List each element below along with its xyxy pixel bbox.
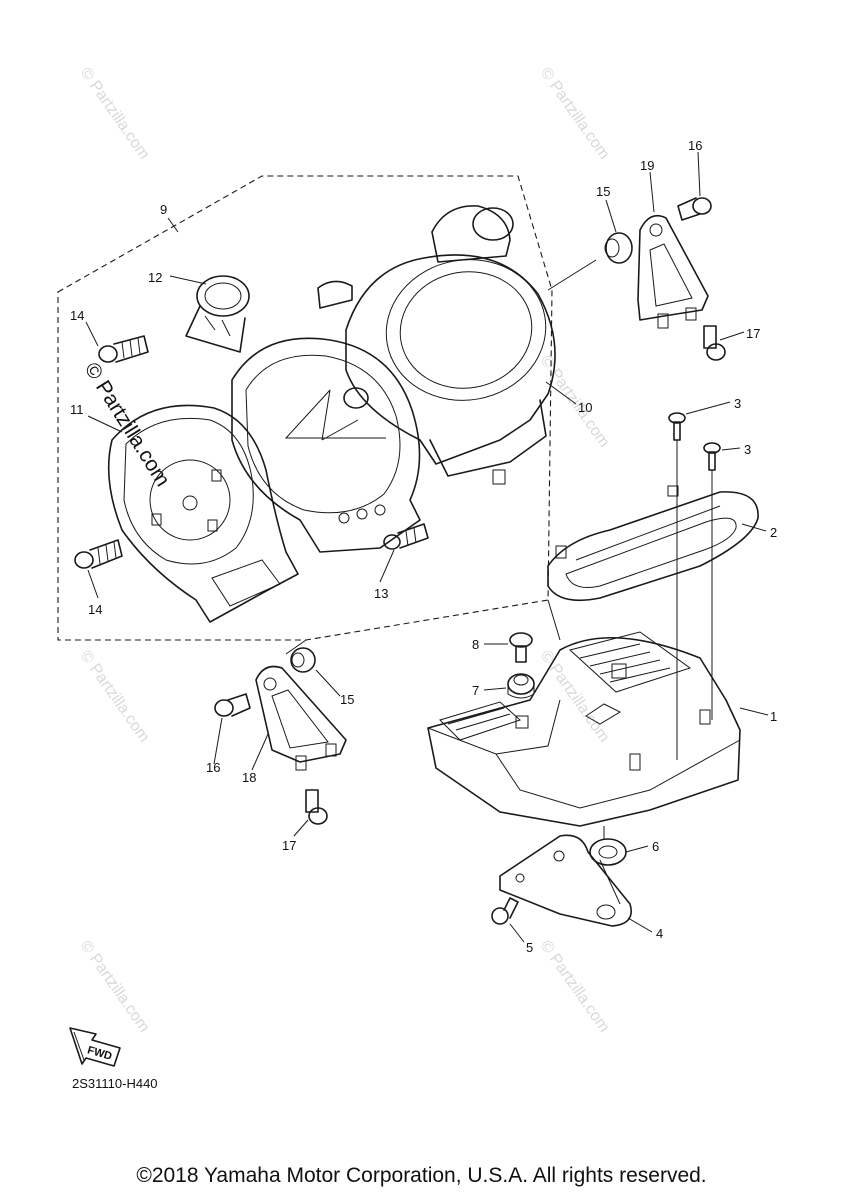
part-1-tray [427, 631, 741, 827]
part-12-socket [185, 275, 250, 353]
part-label-12: 12 [148, 270, 162, 285]
part-label-4: 4 [656, 926, 663, 941]
bolt-17-upper [703, 325, 726, 361]
part-label-9: 9 [160, 202, 167, 217]
part-label-17: 17 [282, 838, 296, 853]
leader-lines [85, 151, 769, 943]
part-6-grommet [589, 838, 627, 866]
watermark-text: © Partzilla.com [537, 938, 613, 1036]
part-19-bracket [637, 214, 709, 329]
part-label-17: 17 [746, 326, 760, 341]
part-labels: 9 12 14 11 14 13 10 15 19 16 17 3 3 2 1 … [70, 138, 777, 955]
part-11-lower-case [107, 404, 299, 623]
part-label-3: 3 [744, 442, 751, 457]
part-10-meter-front [284, 205, 556, 485]
watermark-text: © Partzilla.com [537, 648, 613, 746]
assembly-lines [285, 259, 713, 905]
part-label-15: 15 [596, 184, 610, 199]
part-7-grommet [507, 673, 535, 699]
watermark-text: © Partzilla.com [537, 353, 613, 451]
part-label-16: 16 [206, 760, 220, 775]
part-label-16: 16 [688, 138, 702, 153]
part-8-screw [509, 632, 533, 663]
fwd-label: FWD [86, 1044, 113, 1062]
diagram-code: 2S31110-H440 [72, 1076, 158, 1091]
meter-assembly-outline [57, 175, 553, 641]
part-4-bracket [499, 834, 632, 927]
copyright-notice: ©2018 Yamaha Motor Corporation, U.S.A. A… [136, 1164, 707, 1187]
part-label-13: 13 [374, 586, 388, 601]
part-label-3: 3 [734, 396, 741, 411]
part-18-bracket [255, 665, 347, 771]
fwd-arrow-icon: FWD [69, 1027, 121, 1067]
meter-body [231, 280, 421, 553]
watermark-text: © Partzilla.com [77, 65, 153, 163]
part-label-5: 5 [526, 940, 533, 955]
watermark-text-strong: © Partzilla.com [80, 358, 174, 490]
bolt-5 [491, 897, 519, 925]
part-label-18: 18 [242, 770, 256, 785]
part-15-grommet-upper [604, 232, 633, 264]
part-label-14: 14 [88, 602, 102, 617]
part-label-15: 15 [340, 692, 354, 707]
part-15-grommet-lower [290, 647, 316, 673]
part-label-19: 19 [640, 158, 654, 173]
watermark-text: © Partzilla.com [537, 65, 613, 163]
part-label-2: 2 [770, 525, 777, 540]
part-label-8: 8 [472, 637, 479, 652]
part-label-14: 14 [70, 308, 84, 323]
part-label-7: 7 [472, 683, 479, 698]
watermark-text: © Partzilla.com [77, 938, 153, 1036]
part-label-10: 10 [578, 400, 592, 415]
bolt-16-lower [214, 693, 251, 717]
screw-14-upper [98, 335, 149, 363]
screw-14-lower [74, 539, 123, 569]
part-label-11: 11 [70, 402, 84, 417]
part-label-6: 6 [652, 839, 659, 854]
part-label-1: 1 [770, 709, 777, 724]
screw-13 [383, 523, 429, 550]
watermark-text: © Partzilla.com [77, 648, 153, 746]
bolt-17-lower [305, 789, 328, 825]
part-2-cover [547, 485, 759, 602]
bolt-16-upper [677, 197, 712, 221]
